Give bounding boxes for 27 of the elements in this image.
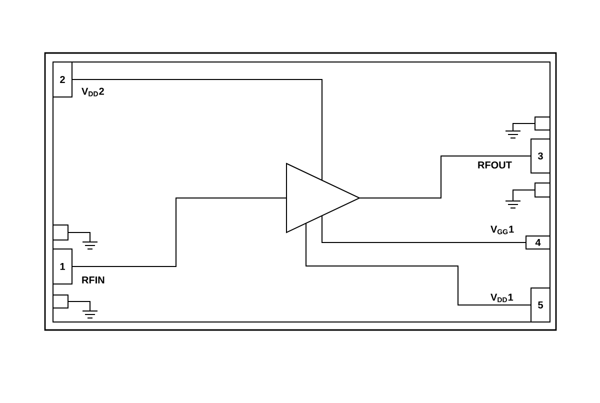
wire	[306, 222, 531, 306]
pin-label: V$_{DD}$2	[82, 88, 104, 96]
ground-symbol	[82, 310, 98, 318]
pin-box: 3	[530, 138, 550, 174]
wire	[72, 198, 287, 267]
wire	[512, 190, 535, 202]
wire	[359, 156, 531, 198]
wire	[512, 123, 535, 132]
pin-label: V$_{GG}$1	[490, 226, 514, 234]
ground-symbol	[82, 242, 98, 250]
pin-label: RFIN	[82, 276, 104, 284]
wire	[322, 215, 526, 243]
ground-pad	[52, 224, 68, 240]
wire	[72, 79, 322, 181]
ground-symbol	[505, 130, 521, 138]
pin-box: 1	[52, 248, 72, 284]
ground-pad	[534, 116, 550, 130]
pin-box: 4	[526, 236, 550, 250]
wire	[68, 301, 90, 312]
ground-symbol	[505, 200, 521, 208]
pin-box: 5	[530, 288, 550, 322]
pin-label: RFOUT	[478, 161, 512, 169]
ground-pad	[52, 294, 68, 308]
wire	[68, 232, 90, 242]
pin-box: 2	[52, 62, 72, 98]
ground-pad	[534, 182, 550, 198]
pin-label: V$_{DD}$1	[490, 294, 514, 302]
